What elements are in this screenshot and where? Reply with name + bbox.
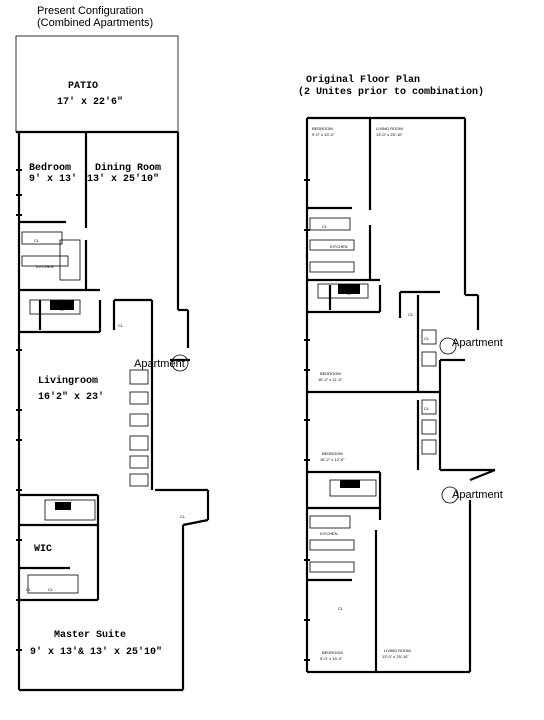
right-closet-labels: CL CL CL CL CL bbox=[322, 224, 430, 611]
left-closet-blocks bbox=[21, 231, 149, 594]
closet-label: CL bbox=[26, 587, 32, 592]
right-mid-bedroom2-dims: 16'-2" x 12'-0" bbox=[320, 457, 345, 462]
left-living-dims: 16'2" x 23' bbox=[38, 391, 104, 403]
closet-label: CL bbox=[322, 224, 328, 229]
right-bottom-bedroom-label: BEDROOM bbox=[322, 650, 343, 655]
right-interior-walls bbox=[307, 118, 440, 672]
right-mid-bedroom1-label: BEDROOM bbox=[320, 371, 341, 376]
left-title-line1: Present Configuration bbox=[37, 5, 143, 17]
left-apartment-marker: Apartment bbox=[134, 354, 189, 372]
left-apartment-label: Apartment bbox=[134, 358, 185, 370]
right-apartment-label-2: Apartment bbox=[452, 489, 503, 501]
right-apartment-marker-2: Apartment bbox=[441, 486, 503, 504]
left-dining-label: Dining Room bbox=[95, 162, 161, 174]
closet-label: CL bbox=[34, 238, 40, 243]
present-configuration-plan: Present Configuration (Combined Apartmen… bbox=[15, 5, 210, 692]
right-mid-bedroom1-dims: 16'-2" x 11'-0" bbox=[318, 377, 343, 382]
left-dining-dims: 13' x 25'10" bbox=[87, 173, 159, 185]
right-bottom-kitchen-label: KITCHEN bbox=[320, 531, 338, 536]
right-apartment-marker-1: Apartment bbox=[439, 337, 503, 355]
left-kitchen-label: KITCHEN bbox=[36, 264, 54, 269]
right-mid-bedroom2-label: BEDROOM bbox=[322, 451, 343, 456]
closet-label: CL bbox=[118, 323, 124, 328]
patio-label: PATIO bbox=[68, 81, 98, 92]
original-floor-plan: Original Floor Plan (2 Unites prior to c… bbox=[298, 74, 503, 674]
right-bottom-bedroom-dims: 9'-0" x 13'-0" bbox=[320, 656, 343, 661]
left-closet-labels: CL CL CL CL CL bbox=[26, 238, 186, 592]
left-bedroom-dims: 9' x 13' bbox=[29, 173, 77, 185]
right-title-line2: (2 Unites prior to combination) bbox=[298, 86, 484, 98]
right-top-kitchen-label: KITCHEN bbox=[330, 244, 348, 249]
right-top-bedroom-dims: 9'-0" x 13'-0" bbox=[312, 132, 335, 137]
right-outer-walls bbox=[305, 116, 496, 674]
closet-label: CL bbox=[408, 312, 414, 317]
closet-label: CL bbox=[338, 606, 344, 611]
right-apartment-label-1: Apartment bbox=[452, 337, 503, 349]
patio: PATIO 17' x 22'6" bbox=[15, 35, 179, 133]
left-bedroom-label: Bedroom bbox=[29, 162, 71, 174]
left-master-dims: 9' x 13'& 13' x 25'10" bbox=[30, 646, 162, 658]
left-living-label: Livingroom bbox=[38, 375, 98, 387]
right-top-bedroom-label: BEDROOM bbox=[312, 126, 333, 131]
right-bottom-living-label: LIVING ROOM bbox=[384, 648, 411, 653]
left-wic-label: WIC bbox=[34, 544, 52, 555]
left-title-line2: (Combined Apartments) bbox=[37, 17, 153, 29]
right-closet-blocks bbox=[309, 217, 437, 573]
right-top-living-label: LIVING ROOM bbox=[376, 126, 403, 131]
right-windows bbox=[304, 179, 310, 661]
left-master-label: Master Suite bbox=[54, 629, 126, 641]
closet-label: CL bbox=[424, 336, 430, 341]
right-title-line1: Original Floor Plan bbox=[306, 74, 420, 86]
patio-dimensions: 17' x 22'6" bbox=[57, 96, 123, 108]
closet-label: CL bbox=[48, 587, 54, 592]
left-interior-walls bbox=[19, 132, 152, 602]
closet-label: CL bbox=[180, 514, 186, 519]
right-bottom-living-dims: 13'-0" x 25'-10" bbox=[382, 654, 409, 659]
right-top-living-dims: 13'-0" x 25'-10" bbox=[376, 132, 403, 137]
left-outer-walls bbox=[16, 130, 210, 692]
closet-label: CL bbox=[424, 406, 430, 411]
